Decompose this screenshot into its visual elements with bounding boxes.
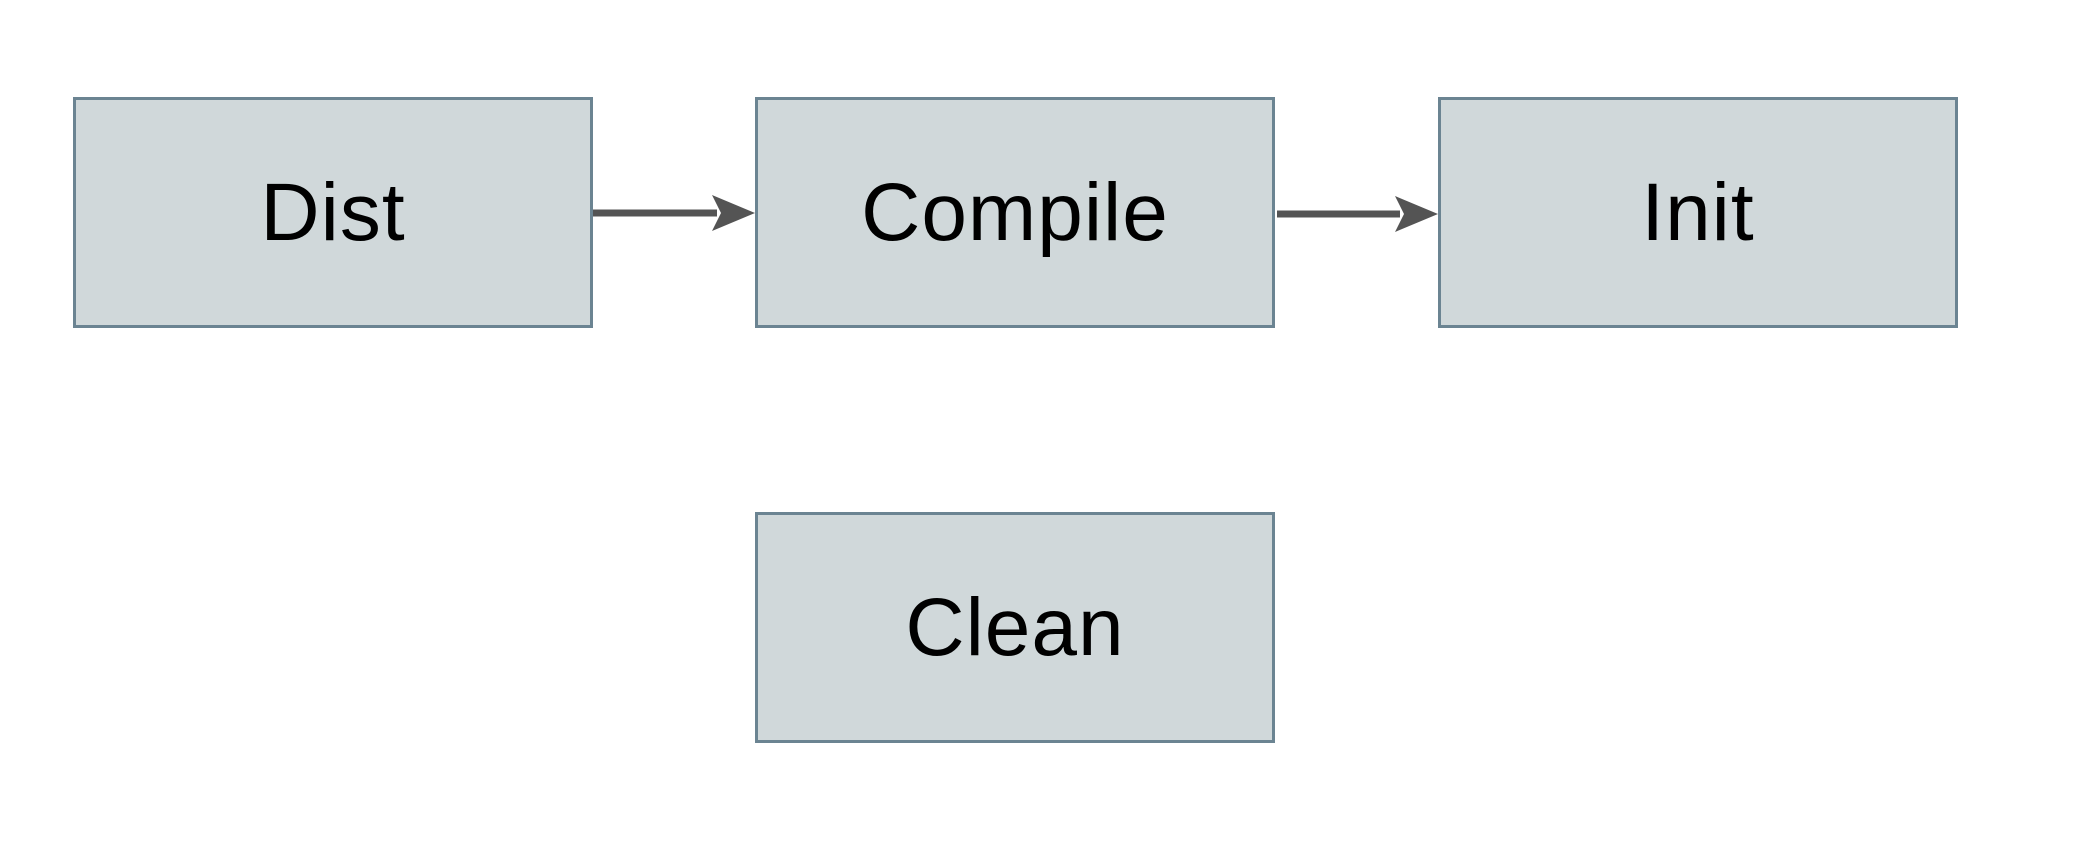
node-clean: Clean — [755, 512, 1275, 743]
node-init: Init — [1438, 97, 1958, 328]
node-clean-label: Clean — [905, 581, 1125, 673]
node-compile-label: Compile — [861, 166, 1169, 258]
arrow-dist-to-compile — [593, 195, 755, 231]
arrow-dist-to-compile-head-icon — [712, 195, 755, 231]
arrow-compile-to-init-head-icon — [1395, 196, 1438, 232]
node-dist: Dist — [73, 97, 593, 328]
node-compile: Compile — [755, 97, 1275, 328]
node-dist-label: Dist — [260, 166, 406, 258]
node-init-label: Init — [1641, 166, 1755, 258]
arrow-compile-to-init — [1277, 196, 1438, 232]
